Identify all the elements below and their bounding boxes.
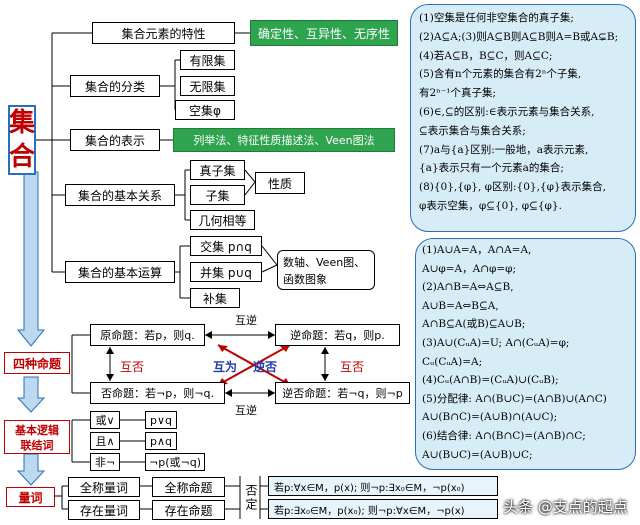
- subset-prop-line: (2)A⊆A;(3)则A⊆B则A⊆B则A=B或A⊊B;: [419, 30, 619, 43]
- operation-prop-line: (3)A∪(CᵤA)=U; A∩(CᵤA)=φ;: [422, 336, 570, 349]
- logic-not: 非¬: [90, 453, 120, 471]
- title-char-2: 合: [9, 142, 36, 172]
- operation-prop-line: (5)分配律: A∩(B∪C)=(A∩B)∪(A∩C): [422, 392, 607, 405]
- logic-not-formula: ¬p(或¬q): [145, 453, 205, 471]
- subset-prop-line: φ表示空集，φ⊆{0}, φ⊆{φ}.: [419, 199, 562, 212]
- subset-prop-line: 有2ⁿ⁻¹个真子集;: [419, 87, 497, 100]
- branch-operations: 集合的基本运算: [65, 261, 175, 283]
- branch-characteristics: 集合元素的特性: [92, 22, 235, 44]
- class-finite: 有限集: [180, 50, 235, 70]
- logic-and-formula: p∧q: [145, 432, 177, 450]
- logic-or: 或∨: [90, 411, 120, 429]
- label-mutual-converse-top: 互逆: [235, 314, 257, 327]
- representation-detail: 列举法、特征性质描述法、Veen图法: [173, 128, 395, 152]
- existential-negation: 若p:∃x₀∈M，p(x₀); 则¬p:∀x∈M，¬p(x): [268, 499, 498, 519]
- four-propositions-title: 四种命题: [4, 352, 70, 374]
- title-char-1: 集: [9, 108, 36, 138]
- negation-label: 否定: [244, 484, 258, 512]
- subset-prop-line: (6)∈,⊆的区别:∈表示元素与集合关系,: [419, 105, 595, 118]
- label-mutual-converse-bottom: 互逆: [235, 404, 257, 417]
- op-tools-line-1: 数轴、Veen图、: [283, 256, 366, 269]
- op-tools: 数轴、Veen图、 函数图象: [277, 250, 375, 290]
- subset-prop-line: ⊆表示集合与集合关系;: [419, 124, 526, 137]
- subset-prop-line: {a}表示只有一个元素a的集合;: [419, 162, 564, 175]
- logic-title-line-1: 基本逻辑: [15, 424, 59, 437]
- quantifier-universal: 全称量词: [68, 477, 140, 497]
- branch-representation: 集合的表示: [70, 129, 160, 151]
- rel-proper-subset: 真子集: [190, 160, 245, 180]
- rel-equal: 几何相等: [190, 210, 255, 230]
- class-empty: 空集φ: [175, 100, 235, 120]
- label-mutual-negation-left: 互否: [120, 360, 145, 374]
- logic-title-line-2: 联结词: [20, 439, 54, 452]
- watermark-text: 头条 @支点的起点: [503, 498, 628, 516]
- operation-prop-line: A∪(B∩C)=(A∪B)∩(A∪C);: [422, 411, 558, 424]
- quantifier-existential: 存在量词: [68, 500, 140, 520]
- subset-prop-line: (5)含有n个元素的集合有2ⁿ个子集,: [419, 68, 582, 81]
- logic-title: 基本逻辑 联结词: [4, 420, 70, 454]
- operation-prop-line: (2)A∩B=A⇔A⊆B,: [422, 281, 514, 294]
- prop-contrapositive: 逆否命题：若¬q，则¬p: [275, 382, 410, 404]
- operation-prop-line: (1)A∪A=A，A∩A=A,: [422, 244, 532, 256]
- operation-properties-panel: (1)A∪A=A，A∩A=A, A∪φ=A，A∩φ=φ; (2)A∩B=A⇔A⊆…: [415, 238, 636, 470]
- operation-prop-line: (4)Cᵤ(A∩B)=(CᵤA)∪(CᵤB);: [422, 374, 559, 387]
- operation-prop-line: A∪φ=A，A∩φ=φ;: [422, 262, 517, 275]
- operation-prop-line: (6)结合律: A∩(B∩C)=(A∩B)∩C;: [422, 429, 586, 442]
- op-complement: 补集: [190, 288, 240, 308]
- subset-prop-line: (1)空集是任何非空集合的真子集;: [419, 12, 574, 24]
- quantifier-existential-prop: 存在命题: [152, 500, 225, 520]
- operation-prop-line: A∩B⊆A(或B)⊆A∪B;: [422, 318, 526, 331]
- quantifier-universal-prop: 全称命题: [152, 477, 225, 497]
- logic-and: 且∧: [90, 432, 120, 450]
- universal-negation: 若p:∀x∈M，p(x); 则¬p:∃x₀∈M，¬p(x₀): [268, 476, 498, 496]
- prop-converse: 逆命题：若q，则p.: [275, 324, 400, 346]
- quantifier-title: 量词: [6, 487, 55, 507]
- op-intersection: 交集 p∩q: [190, 236, 262, 256]
- label-mutual-contrapositive-2: 逆否: [253, 360, 278, 374]
- logic-or-formula: p∨q: [145, 411, 177, 429]
- main-title: 集 合: [8, 105, 36, 175]
- subset-prop-line: (8){0},{φ}, φ区别:{0},{φ}表示集合,: [419, 181, 606, 194]
- characteristics-detail: 确定性、互异性、无序性: [250, 20, 398, 46]
- operation-prop-line: Cᵤ(CᵤA)=A;: [422, 355, 483, 368]
- operation-prop-line: A∪(B∪C)=(A∪B)∪C;: [422, 448, 533, 461]
- op-tools-line-2: 函数图象: [283, 273, 327, 286]
- operation-prop-line: A∪B=A⇔B⊆A,: [422, 299, 499, 312]
- subset-properties-panel: (1)空集是任何非空集合的真子集; (2)A⊆A;(3)则A⊆B则A⊆B则A=B…: [410, 4, 636, 232]
- branch-relations: 集合的基本关系: [65, 184, 175, 206]
- subset-prop-line: (4)若A⊆B，B⊆C，则A⊆C;: [419, 49, 553, 62]
- op-union: 并集 p∪q: [190, 262, 262, 282]
- class-infinite: 无限集: [180, 76, 235, 96]
- rel-subset: 子集: [190, 185, 245, 205]
- rel-properties: 性质: [255, 172, 305, 194]
- label-mutual-contrapositive: 互为: [213, 360, 238, 374]
- label-mutual-negation-right: 互否: [340, 360, 365, 374]
- branch-classification: 集合的分类: [70, 75, 160, 97]
- prop-original: 原命题：若p，则q.: [90, 324, 205, 346]
- prop-inverse: 否命题：若¬p，则¬q.: [90, 382, 225, 404]
- subset-prop-line: (7)a与{a}区别:一般地，a表示元素,: [419, 143, 589, 156]
